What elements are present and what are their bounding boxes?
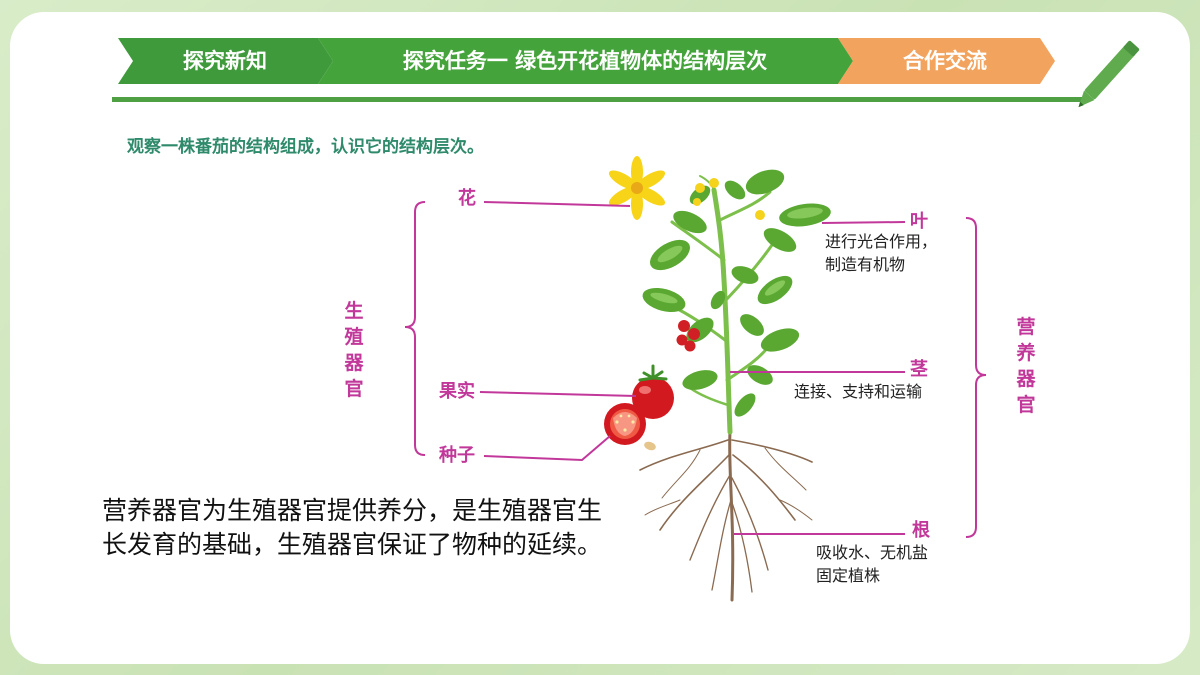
- tomato-fruit-illustration: [632, 364, 674, 419]
- label-fruit: 果实: [439, 381, 475, 402]
- tab-task-one: 探究任务一 绿色开花植物体的结构层次: [402, 49, 768, 73]
- banner-tab-3-shape: [838, 38, 1055, 84]
- roots-illustration: [639, 430, 813, 602]
- banner-tab-2-shape: [318, 38, 853, 84]
- leaf-description-line-1: 进行光合作用，: [825, 232, 938, 251]
- leaf-description-line-2: 制造有机物: [825, 255, 906, 274]
- small-flowers: [693, 178, 765, 220]
- label-reproductive-organs: 生殖器官: [344, 300, 364, 400]
- stem-description: 连接、支持和运输: [794, 382, 923, 401]
- tab-explore: 探究新知: [183, 49, 267, 73]
- fruit-pointer: [479, 391, 637, 397]
- small-fruit-cluster: [676, 320, 700, 352]
- tab-cooperate: 合作交流: [903, 49, 987, 73]
- leaf-highlights: [650, 207, 823, 304]
- leaf-pointer: [821, 221, 906, 224]
- label-vegetative-organs: 营养器官: [1016, 316, 1036, 416]
- pencil-icon: [1078, 40, 1140, 108]
- title-banner: [112, 38, 1140, 108]
- leaves-illustration: [642, 169, 831, 417]
- flower-pointer: [483, 201, 631, 207]
- content-card: [10, 12, 1190, 664]
- flower-illustration: [608, 156, 666, 220]
- banner-tab-1-shape: [118, 38, 333, 84]
- root-description-line-1: 吸收水、无机盐: [816, 543, 929, 562]
- label-seed: 种子: [439, 445, 475, 466]
- intro-text: 观察一株番茄的结构组成，认识它的结构层次。: [127, 137, 484, 157]
- cut-tomato-illustration: [604, 403, 646, 445]
- label-flower: 花: [458, 188, 476, 209]
- root-description: 吸收水、无机盐 固定植株: [816, 541, 928, 587]
- summary-text: 营养器官为生殖器官提供养分，是生殖器官生长发育的基础，生殖器官保证了物种的延续。: [102, 496, 603, 559]
- label-stem: 茎: [910, 359, 928, 380]
- leaf-description: 进行光合作用， 制造有机物: [825, 230, 937, 276]
- seed-illustration: [644, 441, 656, 451]
- label-leaf: 叶: [910, 211, 928, 232]
- banner-underline: [112, 97, 1084, 102]
- root-description-line-2: 固定植株: [816, 566, 881, 585]
- reproductive-bracket: [404, 201, 426, 456]
- label-root: 根: [912, 520, 930, 541]
- vegetative-bracket: [965, 217, 987, 538]
- seed-pointer: [483, 435, 611, 462]
